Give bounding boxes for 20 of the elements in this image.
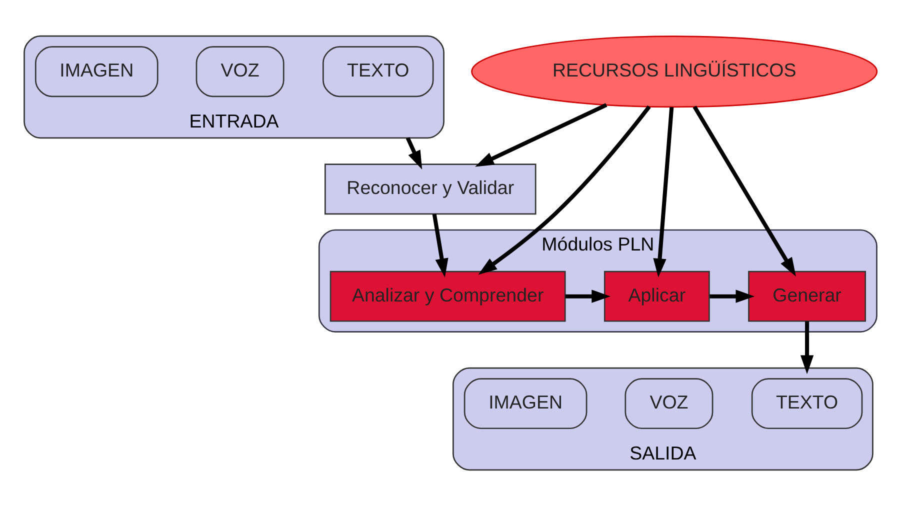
- arrow: [800, 320, 814, 374]
- arrow: [475, 102, 608, 166]
- arrow: [653, 106, 674, 277]
- node-ellipse: RECURSOS LINGÜÍSTICOS: [471, 35, 878, 108]
- arrow: [710, 289, 755, 302]
- node-box: TEXTO: [751, 378, 863, 429]
- arrow: [432, 213, 448, 277]
- arrow: [565, 289, 610, 302]
- node-box: IMAGEN: [34, 46, 158, 97]
- node-box: IMAGEN: [464, 378, 588, 429]
- node-box: Aplicar: [604, 270, 710, 322]
- node-box: Reconocer y Validar: [324, 163, 536, 214]
- node-box: TEXTO: [322, 46, 434, 97]
- arrow: [478, 104, 651, 274]
- arrow: [692, 105, 796, 276]
- node-box: Analizar y Comprender: [330, 270, 566, 322]
- node-box: VOZ: [624, 378, 714, 429]
- node-box: Generar: [748, 270, 866, 322]
- node-box: VOZ: [196, 46, 284, 97]
- arrow: [406, 136, 422, 170]
